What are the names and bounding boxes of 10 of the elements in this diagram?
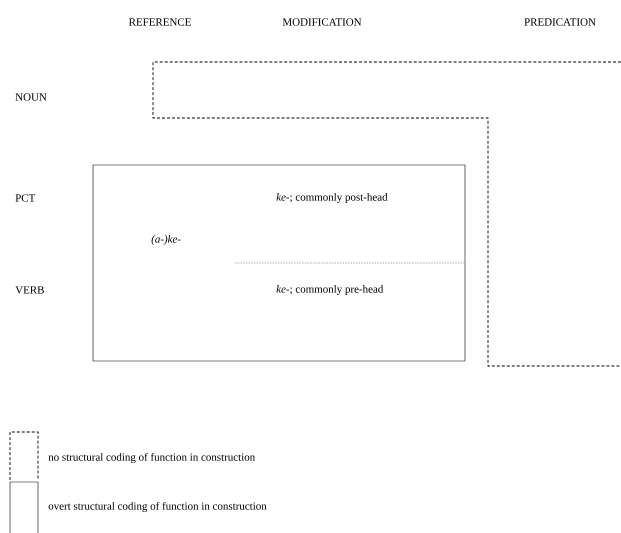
legend-text: overt structural coding of function in construction (48, 502, 267, 512)
row-label: VERB (15, 286, 44, 294)
column-header: REFERENCE (128, 18, 191, 26)
column-header: MODIFICATION (282, 18, 362, 26)
legend-text: no structural coding of function in construction (48, 452, 256, 464)
function-box: (a-)ke- ke-; commonly post-head ke-; commonly pre-head (92, 164, 466, 362)
column-header: PREDICATION (524, 18, 596, 26)
dashed-region (152, 62, 621, 366)
row-label: PCT (16, 194, 36, 202)
row-label: NOUN (16, 93, 47, 101)
